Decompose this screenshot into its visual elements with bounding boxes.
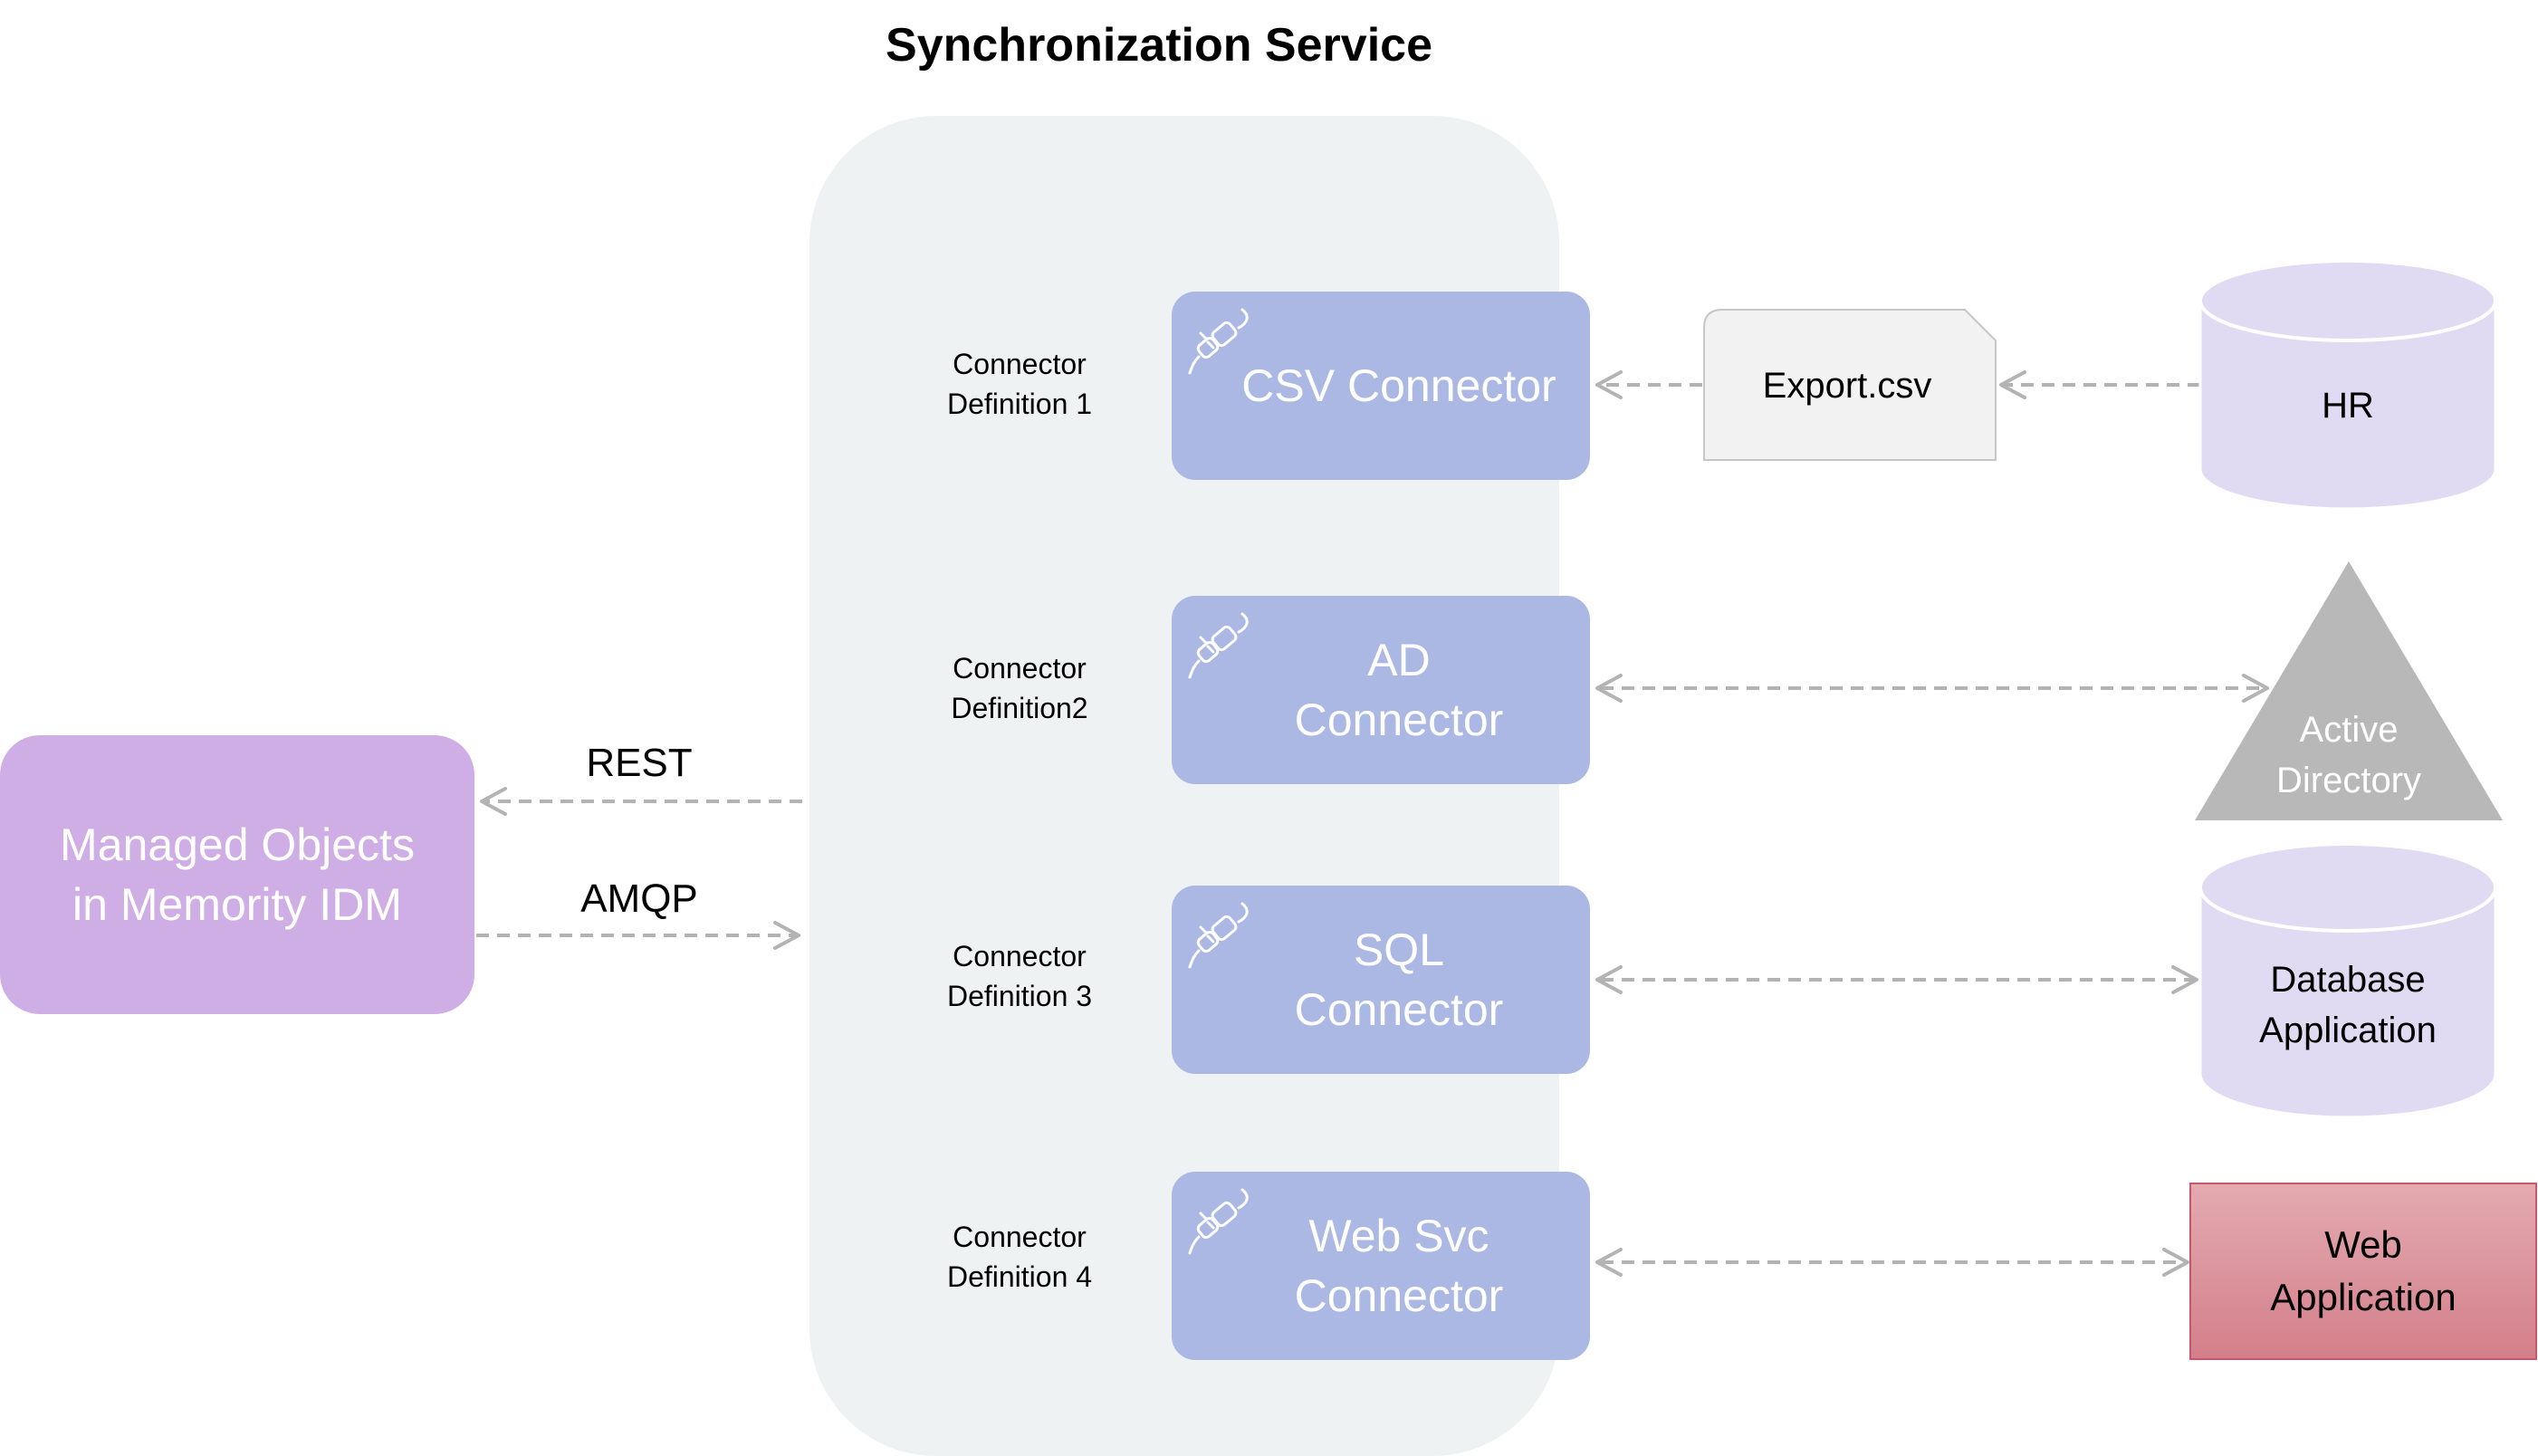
active-directory-label: Active Directory bbox=[2275, 710, 2422, 800]
export-arrowhead bbox=[1999, 370, 2026, 399]
websvc-right-arrowhead bbox=[2162, 1248, 2189, 1277]
csv-arrowhead bbox=[1595, 370, 1623, 399]
web-svc-connector: Web Svc Connector bbox=[1172, 1172, 1590, 1360]
connector-definition-4: Connector Definition 4 bbox=[946, 1221, 1093, 1293]
sql-right-arrowhead bbox=[2171, 965, 2198, 994]
plug-icon bbox=[1188, 1188, 1249, 1255]
rest-arrowhead bbox=[480, 787, 507, 816]
export-csv-document bbox=[1703, 309, 1997, 461]
rest-label: REST bbox=[586, 741, 693, 785]
database-application-label: Database Application bbox=[2259, 960, 2437, 1050]
plug-icon bbox=[1188, 308, 1249, 375]
database-application-cylinder bbox=[2198, 842, 2497, 1119]
sql-connector-label: SQL Connector bbox=[1294, 924, 1504, 1035]
amqp-arrowhead bbox=[773, 921, 800, 950]
ad-connector: AD Connector bbox=[1172, 596, 1590, 784]
sql-left-arrowhead bbox=[1595, 965, 1623, 994]
web-svc-connector-label: Web Svc Connector bbox=[1294, 1211, 1504, 1321]
hr-label: HR bbox=[2322, 386, 2374, 426]
ad-left-arrowhead bbox=[1595, 674, 1623, 703]
sql-connector: SQL Connector bbox=[1172, 886, 1590, 1074]
active-directory-triangle bbox=[2195, 561, 2503, 820]
plug-icon bbox=[1188, 902, 1249, 969]
export-csv-label: Export.csv bbox=[1762, 366, 1932, 406]
connector-definition-2: Connector Definition2 bbox=[951, 652, 1088, 724]
web-application-box: Web Application bbox=[2189, 1183, 2537, 1360]
diagram-title: Synchronization Service bbox=[886, 19, 1432, 72]
websvc-left-arrowhead bbox=[1595, 1248, 1623, 1277]
csv-connector-label: CSV Connector bbox=[1241, 360, 1556, 411]
csv-connector: CSV Connector bbox=[1172, 292, 1590, 480]
amqp-label: AMQP bbox=[580, 876, 698, 921]
connector-definition-3: Connector Definition 3 bbox=[946, 940, 1093, 1012]
ad-connector-label: AD Connector bbox=[1294, 635, 1504, 745]
hr-database-cylinder bbox=[2198, 259, 2497, 511]
connector-definition-1: Connector Definition 1 bbox=[946, 348, 1093, 420]
managed-objects-box: Managed Objects in Memority IDM bbox=[0, 735, 474, 1014]
ad-right-arrowhead bbox=[2242, 674, 2269, 703]
plug-icon bbox=[1188, 612, 1249, 679]
